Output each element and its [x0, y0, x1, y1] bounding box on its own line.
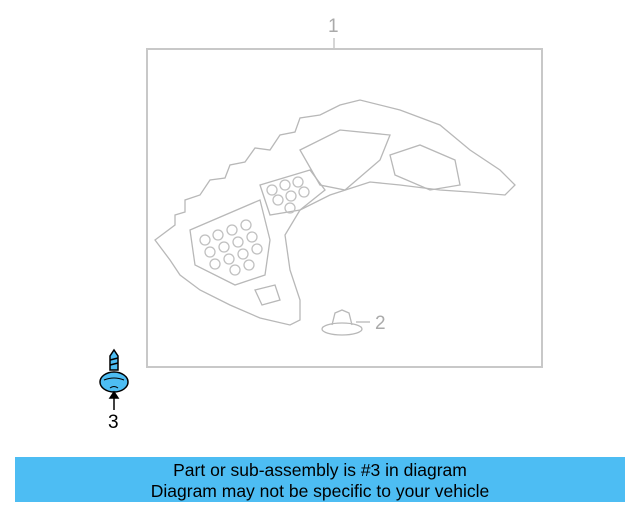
clip-drawing [321, 309, 370, 336]
callout-3: 3 [108, 412, 119, 433]
bolt-drawing [99, 348, 129, 410]
info-banner: Part or sub-assembly is #3 in diagram Di… [15, 457, 625, 502]
shield-assembly-box [146, 38, 543, 368]
banner-line-2: Diagram may not be specific to your vehi… [150, 481, 490, 501]
engine-shield-drawing [154, 99, 516, 326]
shield-holes [199, 176, 310, 276]
banner-line-1: Part or sub-assembly is #3 in diagram [173, 460, 467, 480]
callout-2: 2 [375, 313, 386, 334]
callout-1: 1 [328, 16, 339, 37]
